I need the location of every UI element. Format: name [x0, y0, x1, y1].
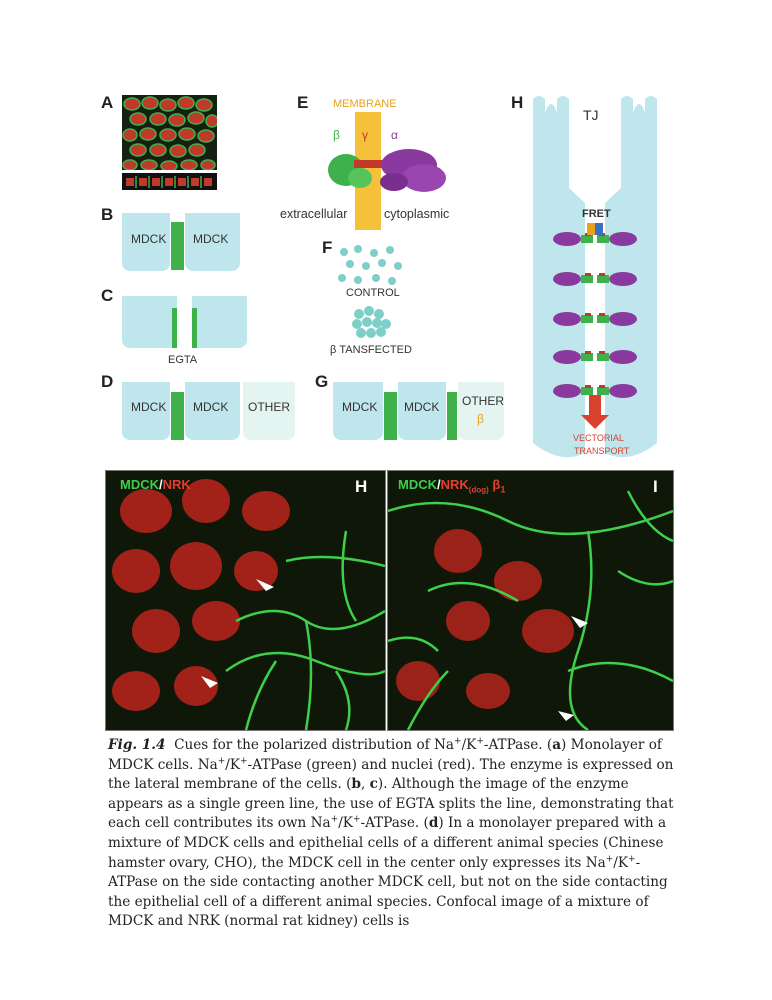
panel-c-reagent: EGTA	[168, 354, 198, 366]
tight-junction-label: TJ	[583, 107, 599, 123]
figure-number: Fig. 1.4	[108, 737, 166, 753]
panel-g-label-beta: β	[477, 412, 484, 426]
cytoplasmic-label: cytoplasmic	[384, 207, 450, 221]
fret-pair-icon	[587, 223, 603, 235]
panel-label-d: D	[101, 372, 114, 391]
panel-label-g: G	[315, 372, 329, 391]
transport-arrow-icon	[581, 395, 609, 429]
panel-d-cell-mid	[185, 382, 240, 440]
panel-g-cell-right	[458, 382, 504, 440]
panel-label-c: C	[101, 286, 114, 305]
micrograph-h: MDCK/NRK H	[105, 470, 386, 731]
panel-d-label-right: OTHER	[248, 400, 290, 414]
panel-c-pump-left	[172, 308, 177, 348]
panel-d-label-left: MDCK	[131, 400, 167, 414]
micrograph-a-section	[122, 173, 217, 190]
pump-pairs	[553, 232, 637, 398]
panel-d-label-mid: MDCK	[193, 400, 229, 414]
panel-g-label-left: MDCK	[342, 400, 378, 414]
panel-g-label-right: OTHER	[462, 394, 504, 408]
micrograph-i: MDCK/NRK(dog) β1 I	[387, 470, 674, 731]
panel-c-pump-right	[192, 308, 197, 348]
pump-structure-icon	[328, 149, 446, 192]
control-dispersed-pumps-icon	[338, 245, 402, 285]
polarized-cells-diagram	[533, 96, 657, 458]
panel-label-a: A	[101, 93, 114, 112]
micrograph-a-section-cells	[126, 176, 212, 188]
control-label: CONTROL	[346, 287, 400, 299]
micrograph-i-image	[388, 471, 673, 730]
extracellular-label: extracellular	[280, 207, 348, 221]
panel-g-pump-left	[384, 392, 397, 440]
beta-subunit-label: β	[333, 128, 340, 142]
panel-label-e: E	[297, 93, 309, 112]
panel-label-h: H	[511, 93, 524, 112]
panel-g-pump-right	[447, 392, 457, 440]
panel-e-membrane-label: MEMBRANE	[333, 98, 397, 110]
panel-label-f: F	[322, 238, 333, 257]
panel-d-pump	[171, 392, 184, 440]
gamma-subunit-label: γ	[362, 128, 368, 142]
alpha-subunit-label: α	[391, 128, 398, 142]
transfected-label: β TANSFECTED	[330, 344, 412, 356]
panel-b-pump	[171, 222, 184, 270]
panel-g-cell-left	[333, 382, 383, 440]
micrograph-h-letter: H	[355, 477, 368, 496]
panel-g-label-mid: MDCK	[404, 400, 440, 414]
micrograph-i-mdck-label: MDCK/NRK(dog) β1	[398, 477, 506, 495]
panel-b-cell-left	[122, 213, 170, 271]
panel-c-cell-right	[192, 296, 247, 348]
panel-label-b: B	[101, 205, 114, 224]
micrograph-a-cells	[122, 95, 217, 170]
micrograph-i-letter: I	[653, 477, 658, 496]
transport-label: TRANSPORT	[574, 446, 630, 456]
micrograph-h-mdck-label: MDCK/NRK	[120, 477, 191, 492]
panel-d-cell-right	[243, 382, 295, 440]
panel-g-cell-mid	[398, 382, 446, 440]
transfected-clustered-pumps-icon	[352, 306, 391, 338]
micrograph-h-image	[106, 471, 385, 730]
micrograph-h-arrows	[201, 579, 274, 688]
vectorial-label: VECTORIAL	[573, 433, 624, 443]
panel-b-label-right: MDCK	[193, 232, 229, 246]
panel-c-cell-left	[122, 296, 177, 348]
figure-caption: Fig. 1.4 Cues for the polarized distribu…	[108, 736, 674, 930]
micrograph-a	[122, 95, 217, 170]
panel-d-cell-left	[122, 382, 170, 440]
panel-b-label-left: MDCK	[131, 232, 167, 246]
micrograph-i-arrows	[558, 616, 588, 721]
fret-label: FRET	[582, 208, 611, 220]
panel-b-cell-right	[185, 213, 240, 271]
